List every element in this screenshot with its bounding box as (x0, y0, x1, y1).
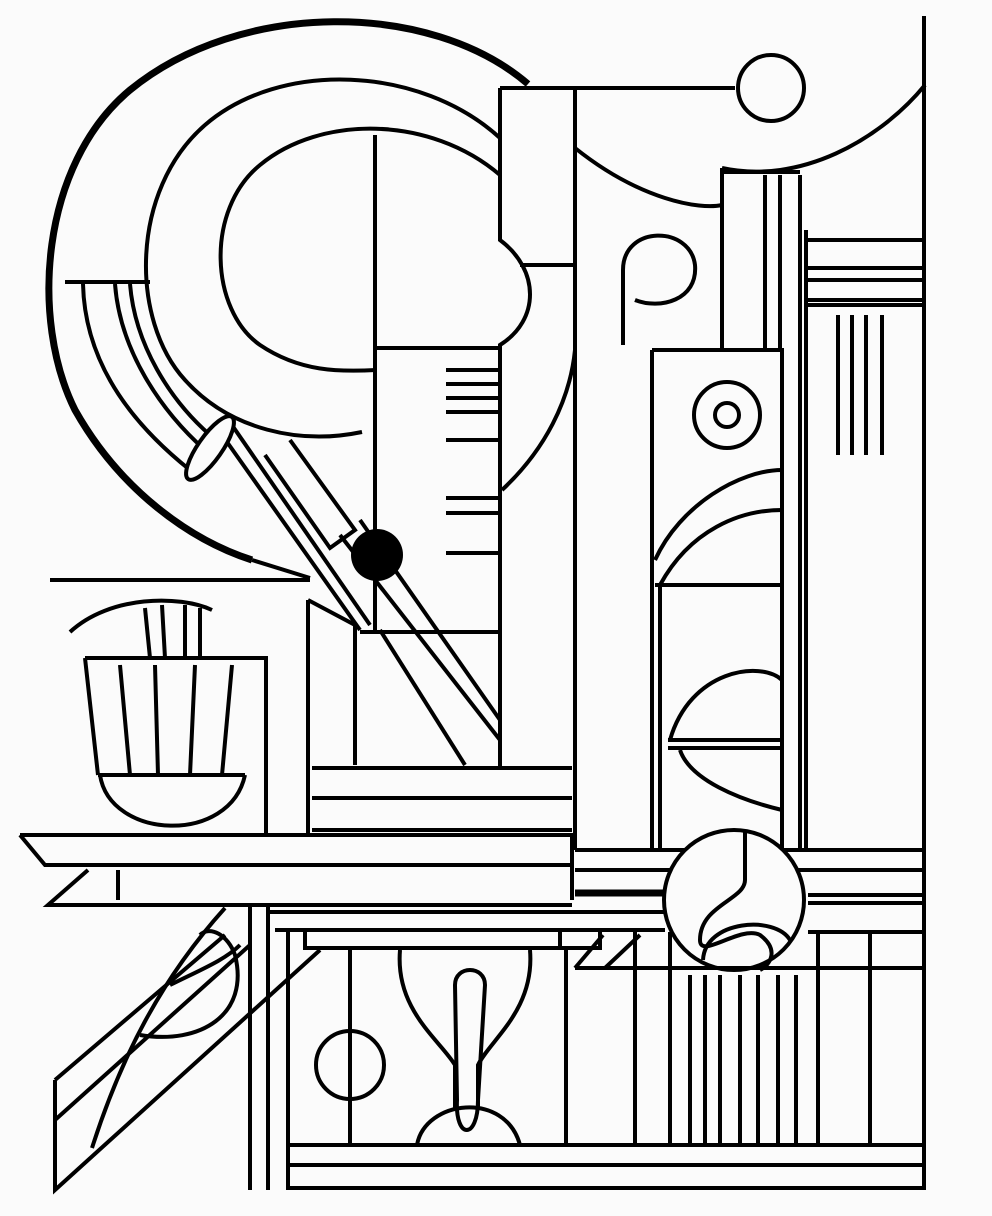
small-circle-bottom (314, 1029, 386, 1101)
curl-icon (621, 233, 698, 345)
target-inner (713, 401, 741, 429)
pen-clip-oval (184, 414, 236, 482)
shelf (18, 833, 924, 907)
middle-arc (144, 77, 502, 439)
keyhole-icon (397, 949, 533, 1146)
central-column (360, 135, 500, 634)
small-circle-top (736, 53, 806, 123)
big-circle (662, 828, 806, 972)
stacked-bars (306, 598, 572, 835)
top-right-swoop (573, 16, 927, 1190)
target-panel (650, 348, 784, 850)
outer-arc (45, 18, 531, 580)
diagonal-beams (53, 906, 322, 1195)
bowl-icon (50, 578, 310, 835)
target-outer (692, 380, 762, 450)
tall-notched-rect (498, 86, 735, 850)
left-striped-arc (65, 280, 212, 472)
lower-grid (248, 905, 924, 1190)
right-bars (804, 230, 924, 850)
